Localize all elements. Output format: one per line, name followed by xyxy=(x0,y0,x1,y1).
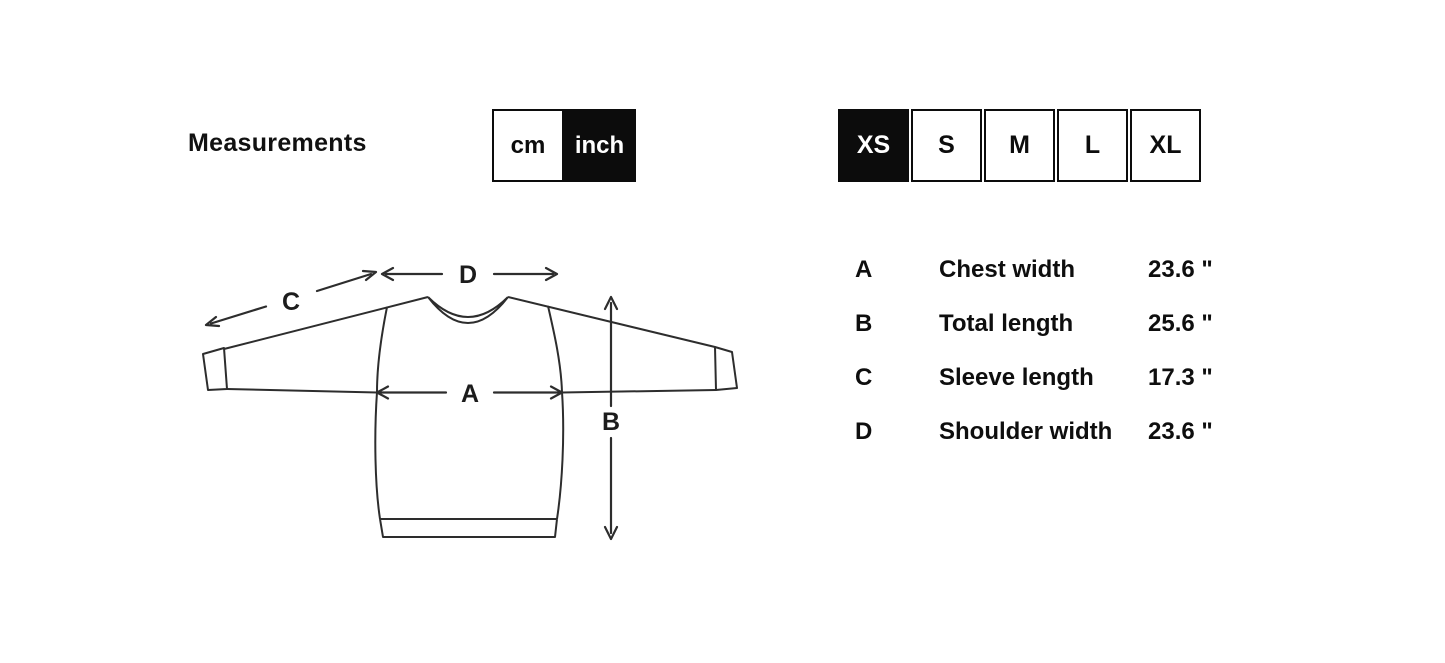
measurement-value: 23.6 " xyxy=(1148,418,1213,445)
diagram-label-b: B xyxy=(602,408,620,436)
arrow-b xyxy=(603,295,619,541)
diagram-label-a: A xyxy=(461,380,479,408)
left-armhole-curve xyxy=(376,306,388,393)
size-option-s[interactable]: S xyxy=(911,109,982,182)
size-option-m[interactable]: M xyxy=(984,109,1055,182)
measurement-value: 23.6 " xyxy=(1148,256,1213,283)
left-sleeve-bottom-line xyxy=(226,388,378,394)
right-cuff xyxy=(714,346,738,391)
right-sleeve-bottom-line xyxy=(561,389,717,394)
unit-toggle: cm inch xyxy=(492,109,636,182)
measurement-row-b: B Total length 25.6 " xyxy=(855,310,1275,340)
measurement-table: A Chest width 23.6 " B Total length 25.6… xyxy=(855,250,1275,480)
measurement-row-d: D Shoulder width 23.6 " xyxy=(855,418,1275,448)
measurement-key: A xyxy=(855,256,873,283)
left-shoulder-line xyxy=(223,296,429,350)
arrow-c xyxy=(204,269,378,328)
size-selector: XS S M L XL xyxy=(838,109,1201,182)
size-option-l[interactable]: L xyxy=(1057,109,1128,182)
size-option-xs[interactable]: XS xyxy=(838,109,909,182)
diagram-label-c: C xyxy=(282,288,300,316)
arrow-d xyxy=(380,266,559,282)
measurement-value: 17.3 " xyxy=(1148,364,1213,391)
collar-outline xyxy=(427,296,509,324)
hem-band xyxy=(379,518,558,538)
left-cuff xyxy=(202,347,228,391)
measurement-name: Total length xyxy=(939,310,1074,337)
measurement-name: Shoulder width xyxy=(939,418,1113,445)
unit-option-cm[interactable]: cm xyxy=(492,109,564,182)
measurement-row-c: C Sleeve length 17.3 " xyxy=(855,364,1275,394)
size-option-xl[interactable]: XL xyxy=(1130,109,1201,182)
measurement-name: Sleeve length xyxy=(939,364,1094,391)
sweater-diagram: A B C D xyxy=(190,250,750,550)
measurement-row-a: A Chest width 23.6 " xyxy=(855,256,1275,286)
diagram-label-d: D xyxy=(459,261,477,289)
unit-option-inch[interactable]: inch xyxy=(563,109,636,182)
body-left-side xyxy=(374,391,381,520)
arrow-a xyxy=(375,385,564,400)
measurement-name: Chest width xyxy=(939,256,1075,283)
body-right-side xyxy=(556,391,565,520)
measurement-value: 25.6 " xyxy=(1148,310,1213,337)
right-armhole-curve xyxy=(547,305,563,393)
measurement-key: B xyxy=(855,310,873,337)
measurement-key: D xyxy=(855,418,873,445)
page-title: Measurements xyxy=(188,129,367,157)
measurement-key: C xyxy=(855,364,873,391)
